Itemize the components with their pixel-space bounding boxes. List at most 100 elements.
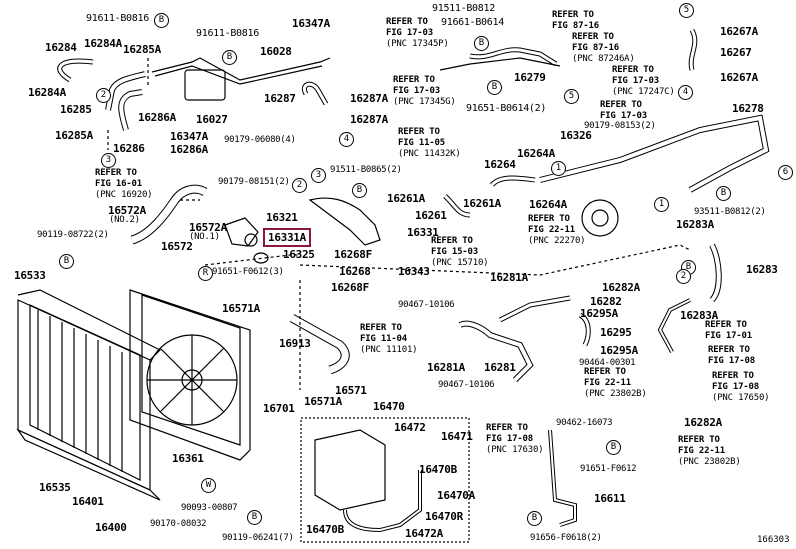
part-label[interactable]: 16287A [350,113,388,126]
part-label[interactable]: 16281A [427,361,465,374]
part-label[interactable]: 16533 [14,269,46,282]
part-label[interactable]: 16611 [594,492,626,505]
part-label[interactable]: 90179-08153(2) [584,121,656,131]
part-label[interactable]: 16286 [113,142,145,155]
part-label[interactable]: 16295A [580,307,618,320]
part-label[interactable]: 16295 [600,326,632,339]
part-label[interactable]: 16347A [292,17,330,30]
part-label[interactable]: 16286A [170,143,208,156]
part-label[interactable]: 16028 [260,45,292,58]
part-label[interactable]: 16287A [350,92,388,105]
part-label[interactable]: 16343 [398,265,430,278]
part-label[interactable]: 91651-B0614(2) [466,103,547,114]
part-label[interactable]: 16282A [602,281,640,294]
part-label[interactable]: 16287 [264,92,296,105]
part-label[interactable]: 91511-B0812 [432,3,495,14]
part-label[interactable]: 16027 [196,113,228,126]
part-label[interactable]: 16325 [283,248,315,261]
part-label[interactable]: 90119-06241(7) [222,533,294,543]
part-label[interactable]: 16470B [306,523,344,536]
part-label[interactable]: 16472A [405,527,443,540]
part-label[interactable]: 16285 [60,103,92,116]
part-label[interactable]: 16913 [279,337,311,350]
part-label[interactable]: 91661-B0614 [441,17,504,28]
part-label[interactable]: 16283A [676,218,714,231]
part-label[interactable]: 16470B [419,463,457,476]
part-label[interactable]: 16267A [720,25,758,38]
part-label[interactable]: 90467-10106 [438,380,495,390]
part-label[interactable]: 16572A [189,221,227,234]
part-label[interactable]: 16347A [170,130,208,143]
part-label[interactable]: 90179-06080(4) [224,135,296,145]
part-label[interactable]: 90462-16073 [556,418,613,428]
part-label[interactable]: 90464-00301 [579,358,636,368]
part-label[interactable]: 16261 [415,209,447,222]
part-label[interactable]: 91651-F0612(3) [212,267,284,277]
part-label[interactable]: 16284A [84,37,122,50]
part-label highlighted-part-label[interactable]: 16331A [268,231,306,244]
part-label[interactable]: 91511-B0865(2) [330,165,402,175]
part-label[interactable]: (NO.1) [189,232,220,242]
part-label[interactable]: 16268F [334,248,372,261]
part-label[interactable]: 16571A [222,302,260,315]
part-label[interactable]: 16267A [720,71,758,84]
part-label[interactable]: 16470 [373,400,405,413]
part-label[interactable]: 90119-08722(2) [37,230,109,240]
part-label[interactable]: 16361 [172,452,204,465]
part-label[interactable]: 16471 [441,430,473,443]
part-label[interactable]: 16571 [335,384,367,397]
part-label[interactable]: 16295A [600,344,638,357]
part-label[interactable]: 93511-B0812(2) [694,207,766,217]
part-label[interactable]: 16264A [529,198,567,211]
part-label[interactable]: 16571A [304,395,342,408]
part-label[interactable]: 16701 [263,402,295,415]
part-label[interactable]: 16285A [55,129,93,142]
part-label[interactable]: 90170-08032 [150,519,207,529]
part-label[interactable]: 16283 [746,263,778,276]
part-label[interactable]: 16282 [590,295,622,308]
part-label[interactable]: (NO.2) [109,215,140,225]
part-label[interactable]: 16535 [39,481,71,494]
part-label[interactable]: 16267 [720,46,752,59]
part-label[interactable]: 16470A [437,489,475,502]
part-label[interactable]: 16400 [95,521,127,534]
part-label[interactable]: 16278 [732,102,764,115]
part-label[interactable]: 91656-F0618(2) [530,533,602,543]
part-label[interactable]: 16470R [425,510,463,523]
part-label[interactable]: 16572A [108,204,146,217]
part-label[interactable]: 16268F [331,281,369,294]
part-label[interactable]: 90093-00807 [181,503,238,513]
part-label[interactable]: 16284A [28,86,66,99]
part-label[interactable]: 91611-B0816 [86,13,149,24]
part-label[interactable]: 16572 [161,240,193,253]
part-label[interactable]: 16268 [339,265,371,278]
part-label[interactable]: 90467-10106 [398,300,455,310]
part-label[interactable]: 16401 [72,495,104,508]
part-label[interactable]: 16279 [514,71,546,84]
part-label[interactable]: 16331 [407,226,439,239]
part-label[interactable]: 91651-F0612 [580,464,637,474]
part-label[interactable]: 90179-08151(2) [218,177,290,187]
part-label[interactable]: 16264 [484,158,516,171]
part-label[interactable]: 91611-B0816 [196,28,259,39]
part-label[interactable]: 16282A [684,416,722,429]
part-label[interactable]: 16281A [490,271,528,284]
part-label[interactable]: 16261A [463,197,501,210]
part-label[interactable]: 16283A [680,309,718,322]
part-label[interactable]: 16264A [517,147,555,160]
